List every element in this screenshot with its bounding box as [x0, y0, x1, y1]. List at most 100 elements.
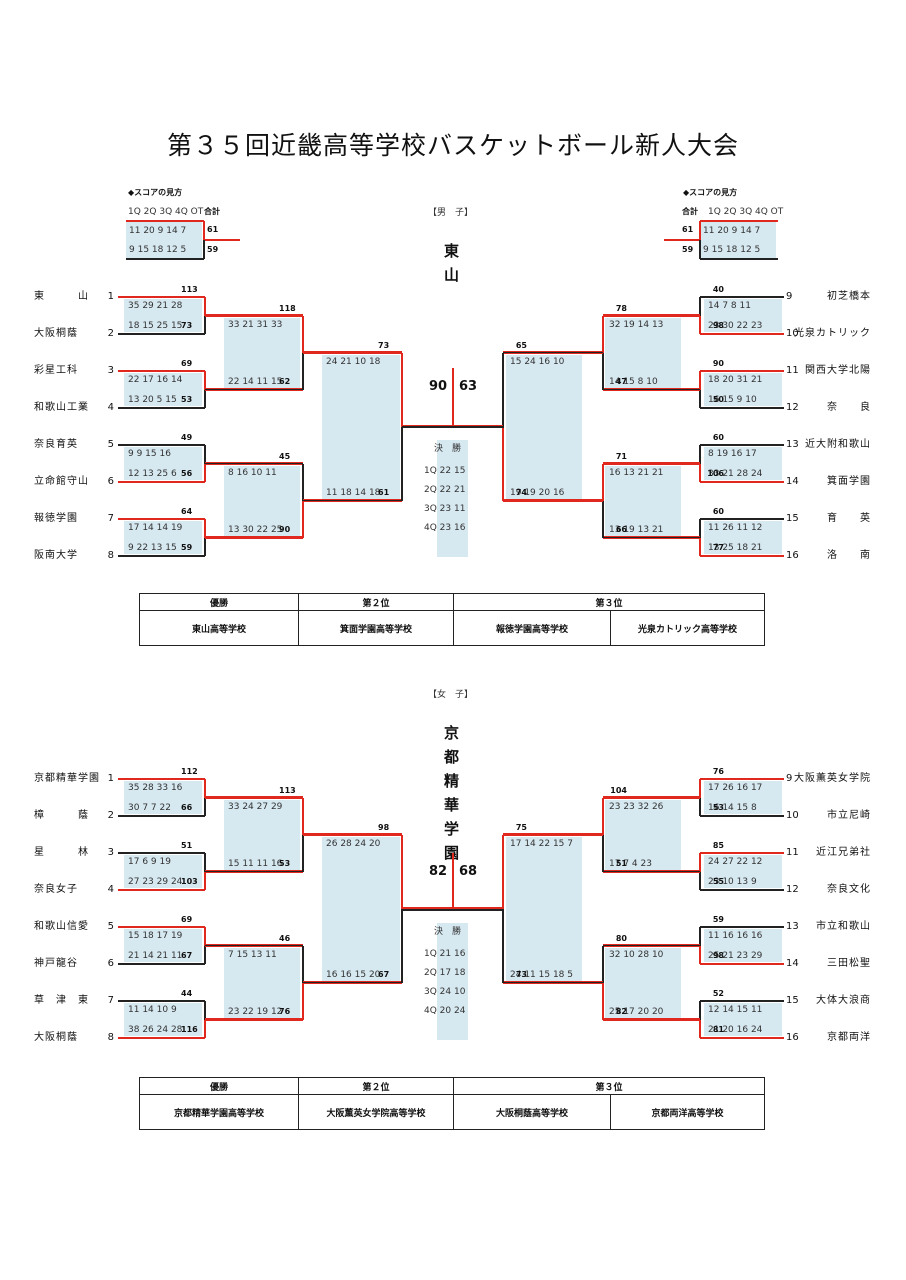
- team-seed: 4: [107, 402, 114, 413]
- quarter-scores: 9 9 15 16: [128, 449, 171, 459]
- quarter-scores: 25 17 20 20: [609, 1006, 664, 1017]
- legend-total-label: 合計: [682, 207, 698, 216]
- team-total: 51: [181, 841, 193, 850]
- bracket-line: [603, 1018, 700, 1021]
- bracket-line: [503, 499, 603, 502]
- score-box: [224, 947, 300, 1018]
- team-total: 53: [181, 395, 193, 404]
- score-box: [704, 373, 782, 406]
- bracket-line: [203, 371, 207, 390]
- legend-total-label: 合計: [204, 207, 220, 216]
- bracket-line: [118, 888, 205, 892]
- bracket-line: [118, 852, 205, 854]
- third-school: 京都両洋高等学校: [610, 1094, 765, 1130]
- team-seed: 15: [786, 995, 799, 1006]
- bracket-line: [203, 927, 207, 946]
- bracket-line: [202, 221, 206, 240]
- page-title: 第３５回近畿高等学校バスケットボール新人大会: [166, 131, 739, 160]
- score-box: [704, 781, 782, 814]
- team-total: 53: [712, 803, 724, 812]
- bracket-line: [698, 779, 702, 798]
- team-seed: 3: [107, 847, 114, 858]
- quarter-scores: 33 21 28 24: [708, 469, 763, 479]
- team-name: 草 津 東: [34, 995, 89, 1006]
- team-total: 113: [181, 285, 198, 294]
- team-total: 62: [279, 376, 291, 386]
- bracket-line: [400, 834, 404, 909]
- score-box: [124, 373, 202, 406]
- bracket-line: [700, 889, 784, 891]
- bracket-line: [302, 463, 304, 501]
- third-school: 光泉カトリック高等学校: [610, 610, 765, 646]
- team-total: 80: [615, 933, 627, 943]
- quarter-scores: 14 15 8 10: [609, 376, 658, 387]
- team-seed: 2: [107, 810, 114, 821]
- score-box: [124, 521, 202, 554]
- team-total: 47: [615, 376, 627, 386]
- team-seed: 12: [786, 884, 799, 895]
- quarter-scores: 15 24 16 10: [510, 356, 565, 367]
- team-name: 三田松聖: [827, 958, 871, 969]
- team-name: 光泉カトリック: [794, 328, 871, 339]
- quarter-scores: 24 21 10 18: [326, 356, 381, 367]
- team-total: 77: [712, 543, 724, 552]
- bracket-line: [118, 369, 205, 373]
- team-total: 73: [515, 969, 527, 979]
- quarter-scores: 18 15 25 15: [128, 321, 183, 331]
- bracket-line: [205, 870, 303, 873]
- bracket-line: [700, 480, 784, 484]
- team-name: 奈良育英: [34, 439, 78, 450]
- team-total: 98: [378, 822, 390, 832]
- team-total: 69: [181, 915, 193, 924]
- bracket-line: [204, 853, 206, 872]
- bracket-line: [204, 315, 206, 334]
- team-name: 東 山: [34, 291, 89, 302]
- quarter-scores: 8 19 16 17: [708, 449, 757, 459]
- team-total: 46: [279, 933, 291, 943]
- bracket-line: [502, 908, 504, 983]
- team-name: 市立尼崎: [827, 810, 871, 821]
- team-seed: 10: [786, 328, 799, 339]
- third-school: 大阪桐蔭高等学校: [453, 1094, 611, 1130]
- quarter-scores: 33 21 31 33: [228, 319, 283, 330]
- team-total: 103: [181, 877, 198, 886]
- quarter-scores: 35 28 33 16: [128, 783, 183, 793]
- team-total: 45: [279, 451, 291, 461]
- bracket-line: [118, 480, 205, 484]
- bracket-line: [700, 258, 778, 260]
- quarter-scores: 25 21 23 29: [708, 951, 763, 961]
- team-total: 90: [279, 524, 291, 534]
- legend-sample-total: 59: [207, 245, 219, 254]
- quarter-scores: 33 24 27 29: [228, 801, 283, 812]
- bracket-line: [700, 815, 784, 817]
- bracket-line: [700, 332, 784, 336]
- score-box: [224, 465, 300, 536]
- bracket-line: [603, 536, 700, 539]
- quarter-scores: 19 19 20 16: [510, 487, 565, 498]
- quarter-scores: 8 16 10 11: [228, 467, 277, 478]
- team-seed: 8: [107, 1032, 114, 1043]
- quarter-scores: 16 13 21 21: [609, 467, 664, 478]
- quarter-scores: 30 7 7 22: [128, 803, 171, 813]
- team-seed: 13: [786, 439, 799, 450]
- team-total: 106: [707, 469, 724, 478]
- team-total: 59: [712, 915, 724, 924]
- team-seed: 16: [786, 550, 799, 561]
- team-name: 彩星工科: [34, 365, 78, 376]
- results-table: 優勝第２位第３位京都精華学園高等学校大阪薫英女学院高等学校大阪桐蔭高等学校京都両…: [139, 1077, 765, 1130]
- score-box: [700, 222, 776, 260]
- legend-sample-total: 61: [207, 225, 219, 234]
- bracket-line: [700, 219, 778, 223]
- team-name: 大阪薫英女学院: [794, 773, 871, 784]
- team-name: 報徳学園: [34, 513, 78, 524]
- bracket-line: [126, 258, 204, 260]
- team-seed: 5: [107, 439, 114, 450]
- bracket-line: [118, 444, 205, 446]
- bracket-line: [602, 945, 604, 983]
- team-seed: 11: [786, 365, 799, 376]
- quarter-scores: 16 16 15 20: [326, 969, 381, 980]
- bracket-line: [401, 908, 403, 983]
- second-header: 第２位: [298, 593, 454, 611]
- second-school: 大阪薫英女学院高等学校: [298, 1094, 454, 1130]
- quarter-scores: 22 14 11 15: [228, 376, 283, 387]
